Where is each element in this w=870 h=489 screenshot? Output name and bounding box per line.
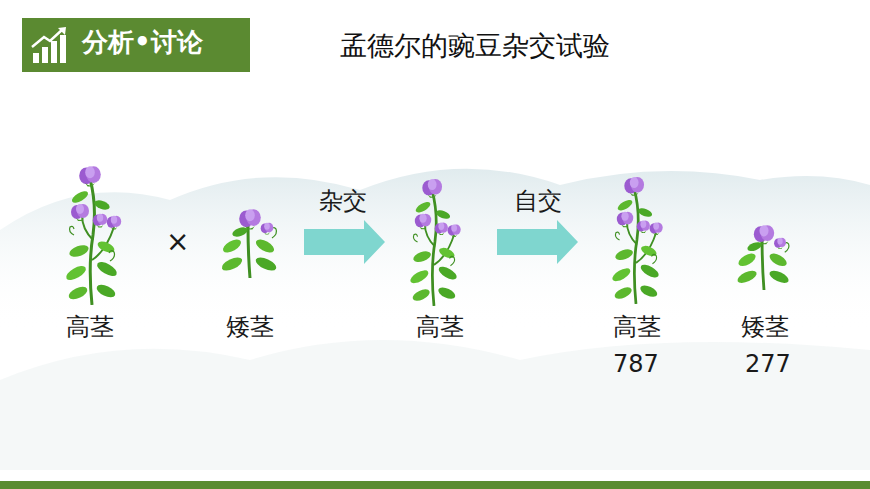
header-badge: 分析•讨论 <box>22 18 250 72</box>
plant-label: 高茎 <box>416 314 464 342</box>
plant-label: 高茎 <box>66 314 114 342</box>
count-number: 787 <box>613 351 659 379</box>
page-title: 孟德尔的豌豆杂交试验 <box>340 30 610 61</box>
cross-symbol: × <box>166 226 189 258</box>
badge-text: 分析•讨论 <box>82 28 203 58</box>
plant-label: 矮茎 <box>741 314 789 342</box>
chart-icon <box>30 25 70 65</box>
plant-label: 矮茎 <box>226 314 274 342</box>
arrow-label: 杂交 <box>319 188 367 216</box>
plant-label: 高茎 <box>613 314 661 342</box>
arrow-label: 自交 <box>514 188 562 216</box>
count-number: 277 <box>745 351 791 379</box>
